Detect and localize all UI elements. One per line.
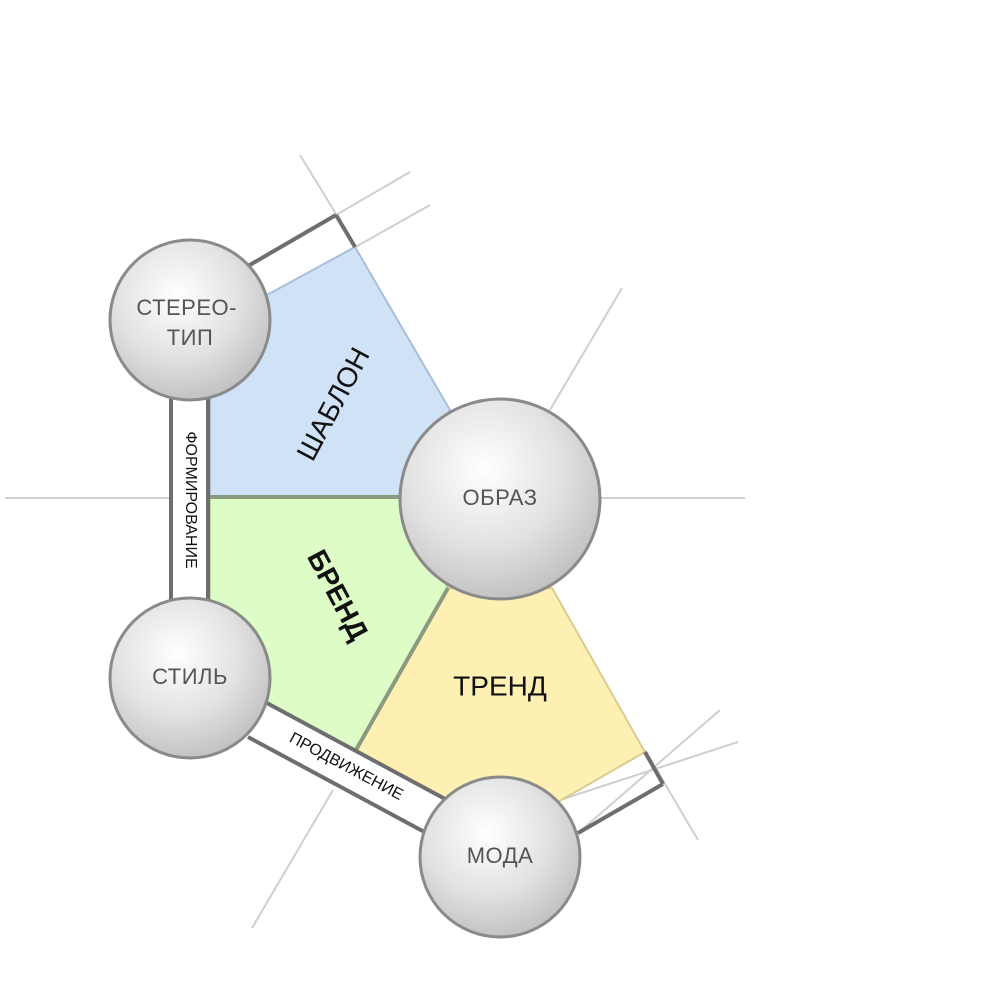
lower-right-bar-edge-1: [577, 782, 664, 835]
node-stereotype-label: СТЕРЕО- ТИП: [136, 295, 243, 350]
formation-bar-body: [169, 398, 209, 602]
node-style: СТИЛЬ: [108, 596, 272, 760]
node-fashion-label: МОДА: [467, 843, 534, 868]
formation-bar: ФОРМИРОВАНИЕ: [169, 398, 210, 602]
promotion-bar-top-edge: [264, 700, 448, 802]
promotion-bar-body: [245, 702, 447, 838]
lower-right-bar-edge-2: [643, 751, 665, 785]
promotion-bar-bottom-edge: [247, 735, 431, 837]
top-bar-edge-2: [334, 213, 357, 249]
node-style-circle: [108, 596, 272, 760]
node-image-circle: [398, 397, 602, 601]
node-fashion-circle: [418, 775, 582, 939]
divider-brand-trend: [354, 587, 450, 751]
node-stereotype: СТЕРЕО- ТИП: [108, 238, 272, 402]
node-stereotype-circle: [108, 238, 272, 402]
formation-bar-label: ФОРМИРОВАНИЕ: [182, 431, 199, 568]
node-stereotype-label-line-1: СТЕРЕО-: [136, 295, 237, 320]
node-image-label: ОБРАЗ: [463, 485, 538, 510]
frame-bars: [246, 213, 665, 835]
node-style-label: СТИЛЬ: [152, 664, 228, 689]
region-trend-label: ТРЕНД: [453, 670, 547, 701]
guide-line-lower-left: [251, 789, 334, 929]
guide-line-lower-right-2: [559, 741, 739, 801]
top-bar-edge-1: [246, 213, 338, 268]
node-image: ОБРАЗ: [398, 397, 602, 601]
node-stereotype-label-line-2: ТИП: [167, 325, 214, 350]
guide-line-upper-right: [549, 287, 623, 411]
node-fashion: МОДА: [418, 775, 582, 939]
